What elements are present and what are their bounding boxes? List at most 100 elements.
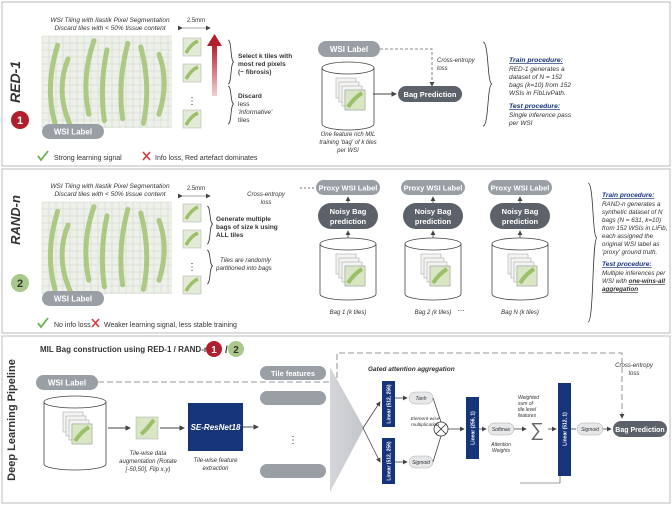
train-body-2: dataset of N = 152 bbox=[509, 74, 563, 81]
tile-features-column: Tile features bbox=[260, 366, 326, 478]
brace-discard bbox=[227, 85, 235, 125]
brace-select bbox=[227, 39, 235, 85]
cylinder-top bbox=[319, 237, 377, 251]
wsi-label-text: WSI Label bbox=[54, 128, 92, 137]
sum-icon: ∑ bbox=[530, 420, 544, 441]
test-body-3: aggregation bbox=[602, 286, 638, 293]
train-body-1: RED-1 generates a bbox=[509, 66, 565, 73]
ce-loss-2: loss bbox=[629, 371, 640, 377]
noisy-prediction-text-1: Noisy Bag bbox=[330, 207, 367, 216]
tile-features-label: Tile features bbox=[271, 369, 315, 378]
noisy-prediction-text-2: prediction bbox=[502, 217, 539, 226]
train-title: Train procedure: bbox=[602, 192, 654, 199]
wsi-label-pill-center bbox=[318, 41, 380, 57]
proxy-label-pill bbox=[316, 180, 380, 195]
selected-tiles-column bbox=[182, 37, 202, 129]
augment-2: augmentation (Rotate bbox=[119, 459, 177, 465]
front-tile-tissue bbox=[346, 267, 364, 285]
noisy-prediction-text-2: prediction bbox=[330, 217, 367, 226]
ce-loss-1: Cross-entropy bbox=[615, 363, 654, 369]
generate-text-1: Generate multiple bbox=[216, 216, 271, 223]
wsi-label-center-text: WSI Label bbox=[330, 45, 368, 54]
wsi-label-pill bbox=[42, 291, 104, 306]
grid-caption-2: Discard tiles with < 50% tissue content bbox=[54, 191, 166, 198]
input-bag-stack bbox=[43, 395, 107, 471]
extract-2: extraction bbox=[202, 466, 229, 472]
backbone-label: SE-ResNet18 bbox=[191, 423, 241, 432]
train-body-line: from 152 WSIs in LiFib, bbox=[602, 225, 668, 232]
linear-top-block bbox=[382, 381, 395, 427]
cross-icon bbox=[142, 151, 151, 161]
tissue-strand bbox=[156, 217, 167, 283]
train-body-4: WSIs in FibLivPath. bbox=[509, 90, 566, 97]
wsi-tile-grid bbox=[41, 201, 172, 295]
brace-random bbox=[206, 249, 214, 285]
tile-feature-pill bbox=[260, 366, 326, 380]
features-ellipsis: ⋮ bbox=[288, 435, 298, 446]
tissue-strand bbox=[118, 40, 131, 122]
softmax-label: Softmax bbox=[492, 427, 511, 433]
discard-text-4: tiles bbox=[238, 117, 250, 124]
tile-tissue bbox=[184, 39, 199, 54]
ce-loss-1: Cross-entropy bbox=[437, 58, 476, 64]
tile-tissue bbox=[184, 111, 199, 126]
linear-final-block bbox=[558, 383, 571, 476]
bag-prediction-pill bbox=[613, 421, 667, 437]
front-tile-tissue bbox=[431, 267, 449, 285]
loss-dashed-connector bbox=[380, 48, 435, 87]
panel-pipeline-label: Deep Learning Pipeline bbox=[6, 359, 18, 481]
weighted-3: tile level bbox=[518, 407, 537, 413]
cylinder-top bbox=[491, 237, 549, 251]
generate-text-3: ALL tiles bbox=[216, 232, 244, 239]
tissue-strand bbox=[83, 38, 97, 117]
badge-slash: / bbox=[225, 345, 228, 356]
noisy-prediction-text-1: Noisy Bag bbox=[415, 207, 452, 216]
tissue-strand bbox=[118, 206, 131, 288]
noisy-prediction-text-1: Noisy Bag bbox=[502, 207, 539, 216]
bag-cylinder bbox=[319, 237, 377, 301]
tissue-strand bbox=[99, 213, 110, 290]
test-body-2-plain: WSI with bbox=[602, 278, 629, 285]
test-body-1: Single inference pass bbox=[509, 112, 572, 119]
weighted-2: sum of bbox=[518, 401, 534, 407]
select-text-1: Select k tiles with bbox=[238, 53, 292, 60]
bag-caption: Bag N (k tiles) bbox=[501, 310, 539, 316]
wsi-label-pill bbox=[36, 375, 98, 390]
select-text-3: (~ fibrosis) bbox=[238, 69, 271, 76]
green-badge bbox=[11, 274, 29, 292]
tissue-strand bbox=[59, 56, 74, 129]
tiles-ellipsis: ⋮ bbox=[187, 262, 197, 273]
train-body-line: 'proxy' ground truth. bbox=[602, 249, 657, 256]
discard-text-1: Discard bbox=[238, 93, 262, 100]
bags-ellipsis: ... bbox=[458, 304, 465, 313]
augment-1: Tile-wise data bbox=[130, 451, 168, 457]
con-text: Weaker learning signal, less stable trai… bbox=[104, 322, 237, 329]
wsi-label-text: WSI Label bbox=[54, 295, 92, 304]
brace-generate bbox=[206, 205, 214, 245]
linear-bottom-block bbox=[382, 438, 395, 484]
noisy-prediction-pill bbox=[403, 203, 463, 229]
test-body-2-bold: one-wins-all bbox=[629, 278, 666, 285]
stack-caption-1: One feature rich MIL bbox=[321, 132, 376, 138]
tile-feature-pill bbox=[260, 391, 326, 405]
front-tile-tissue bbox=[346, 91, 364, 109]
tissue-strand bbox=[59, 222, 74, 295]
grid-caption-2: Discard tiles with < 50% tissue content bbox=[54, 25, 166, 32]
tanh-to-multiply bbox=[432, 397, 442, 423]
test-title: Test procedure: bbox=[602, 261, 652, 268]
random-text-1: Tiles are randomly bbox=[220, 257, 272, 264]
test-title: Test procedure: bbox=[509, 103, 560, 110]
bag-prediction-text: Bag Prediction bbox=[615, 427, 664, 434]
cylinder-top bbox=[43, 395, 107, 409]
discard-text-2: less bbox=[238, 101, 250, 108]
tanh-label: Tanh bbox=[416, 396, 427, 402]
wsi-label-text: WSI Label bbox=[48, 379, 86, 388]
grid-caption-1: WSI Tiling with Ilastik Pixel Segmentati… bbox=[50, 17, 170, 24]
proxy-label-text: Proxy WSI Label bbox=[404, 184, 463, 193]
green-badge-number: 2 bbox=[17, 278, 23, 290]
train-body-line: original WSI label as bbox=[602, 241, 660, 248]
red-badge bbox=[11, 111, 29, 129]
